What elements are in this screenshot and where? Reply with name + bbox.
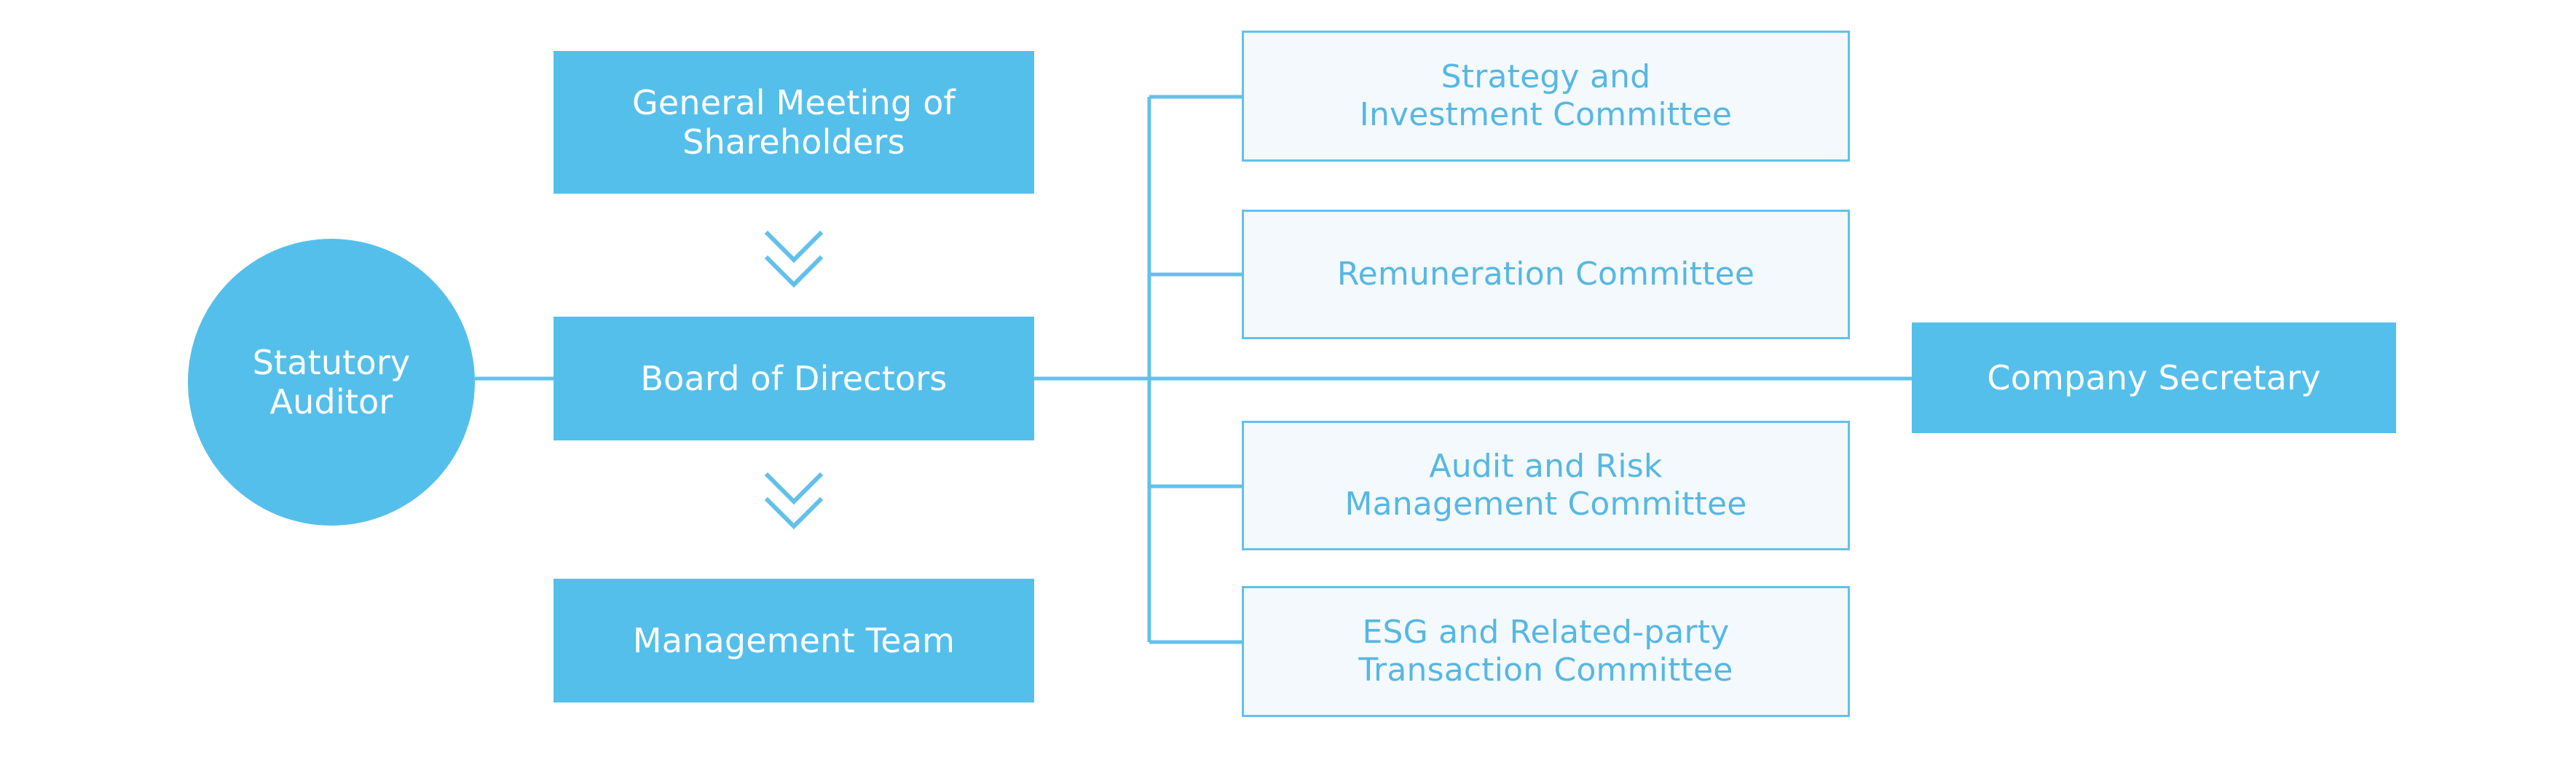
node-board-of-directors-label: Board of Directors bbox=[640, 358, 948, 398]
node-company-secretary-label: Company Secretary bbox=[1987, 357, 2321, 397]
node-strategy-and-investment-committee[interactable]: Strategy and Investment Committee bbox=[1242, 31, 1850, 162]
double-chevron-down-icon bbox=[764, 472, 824, 530]
node-board-of-directors[interactable]: Board of Directors bbox=[554, 317, 1034, 440]
node-remuneration-committee-label: Remuneration Committee bbox=[1336, 256, 1755, 293]
node-general-meeting-of-shareholders[interactable]: General Meeting of Shareholders bbox=[554, 51, 1034, 194]
node-management-team-label: Management Team bbox=[632, 620, 956, 660]
double-chevron-down-icon bbox=[764, 230, 824, 288]
node-audit-and-risk-management-committee[interactable]: Audit and Risk Management Committee bbox=[1242, 421, 1850, 550]
node-audit-committee-label: Audit and Risk Management Committee bbox=[1344, 448, 1747, 523]
node-statutory-auditor-label: Statutory Auditor bbox=[252, 342, 411, 421]
node-statutory-auditor[interactable]: Statutory Auditor bbox=[188, 239, 475, 526]
node-company-secretary[interactable]: Company Secretary bbox=[1912, 322, 2396, 433]
node-management-team[interactable]: Management Team bbox=[554, 579, 1034, 702]
node-general-meeting-label: General Meeting of Shareholders bbox=[632, 82, 956, 162]
node-strategy-committee-label: Strategy and Investment Committee bbox=[1359, 58, 1733, 133]
node-esg-and-related-party-transaction-committee[interactable]: ESG and Related-party Transaction Commit… bbox=[1242, 586, 1850, 717]
node-remuneration-committee[interactable]: Remuneration Committee bbox=[1242, 210, 1850, 339]
node-esg-committee-label: ESG and Related-party Transaction Commit… bbox=[1358, 614, 1733, 689]
